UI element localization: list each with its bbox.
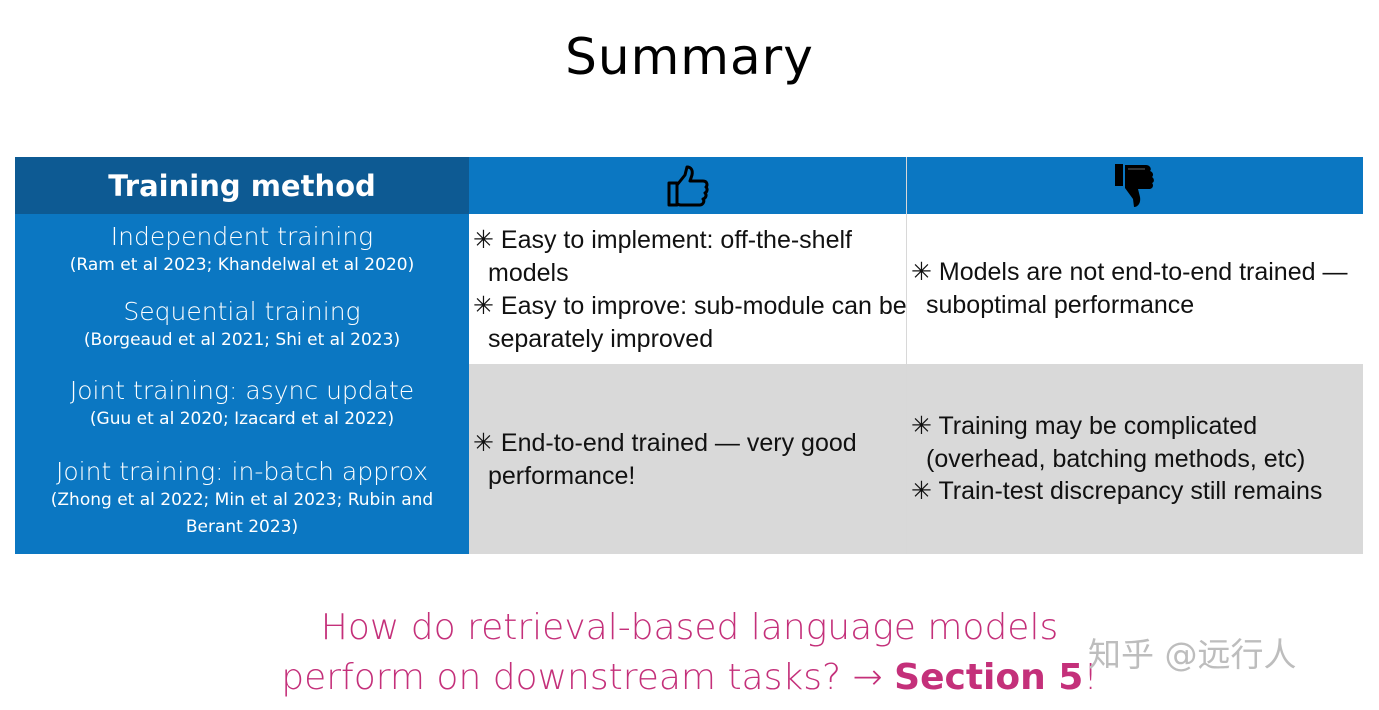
header-pros [469, 157, 906, 214]
row1-cons-cell: ✳ Models are not end-to-end trained — su… [907, 214, 1363, 364]
section-link-text: Section 5 [894, 657, 1084, 698]
slide-title: Summary [565, 28, 814, 86]
row1-pros-cell: ✳ Easy to implement: off-the-shelf model… [469, 214, 907, 364]
cons-item: ✳ Train-test discrepancy still remains [911, 477, 1323, 505]
footer-question: How do retrieval-based language models p… [0, 603, 1379, 703]
footer-line1: How do retrieval-based language models [320, 607, 1059, 648]
header-training-method: Training method [15, 157, 469, 214]
pros-item: ✳ Easy to implement: off-the-shelf model… [473, 226, 852, 287]
methods-column: Independent training (Ram et al 2023; Kh… [15, 214, 469, 554]
method-sequential: Sequential training (Borgeaud et al 2021… [83, 297, 401, 350]
column-divider [906, 157, 907, 554]
method-joint-inbatch: Joint training: in-batch approx (Zhong e… [50, 457, 434, 537]
method-joint-async: Joint training: async update (Guu et al … [69, 376, 415, 429]
method-independent: Independent training (Ram et al 2023; Kh… [69, 222, 415, 275]
thumbs-up-icon [667, 165, 709, 206]
header-cons [907, 157, 1363, 214]
cons-item: ✳ Training may be complicated (overhead,… [911, 412, 1306, 473]
thumbs-down-icon [1115, 163, 1154, 207]
row2-cons-cell: ✳ Training may be complicated (overhead,… [907, 364, 1363, 554]
cons-item: ✳ Models are not end-to-end trained — su… [911, 258, 1348, 319]
pros-item: ✳ End-to-end trained — very good perform… [473, 429, 857, 490]
pros-item: ✳ Easy to improve: sub-module can be sep… [473, 292, 907, 353]
footer-line2: perform on downstream tasks? → Section 5… [281, 657, 1098, 698]
row2-pros-cell: ✳ End-to-end trained — very good perform… [469, 364, 907, 554]
summary-table: Training method Independent training (Ra… [15, 157, 1363, 554]
watermark: 知乎 @远行人 [1088, 635, 1297, 674]
